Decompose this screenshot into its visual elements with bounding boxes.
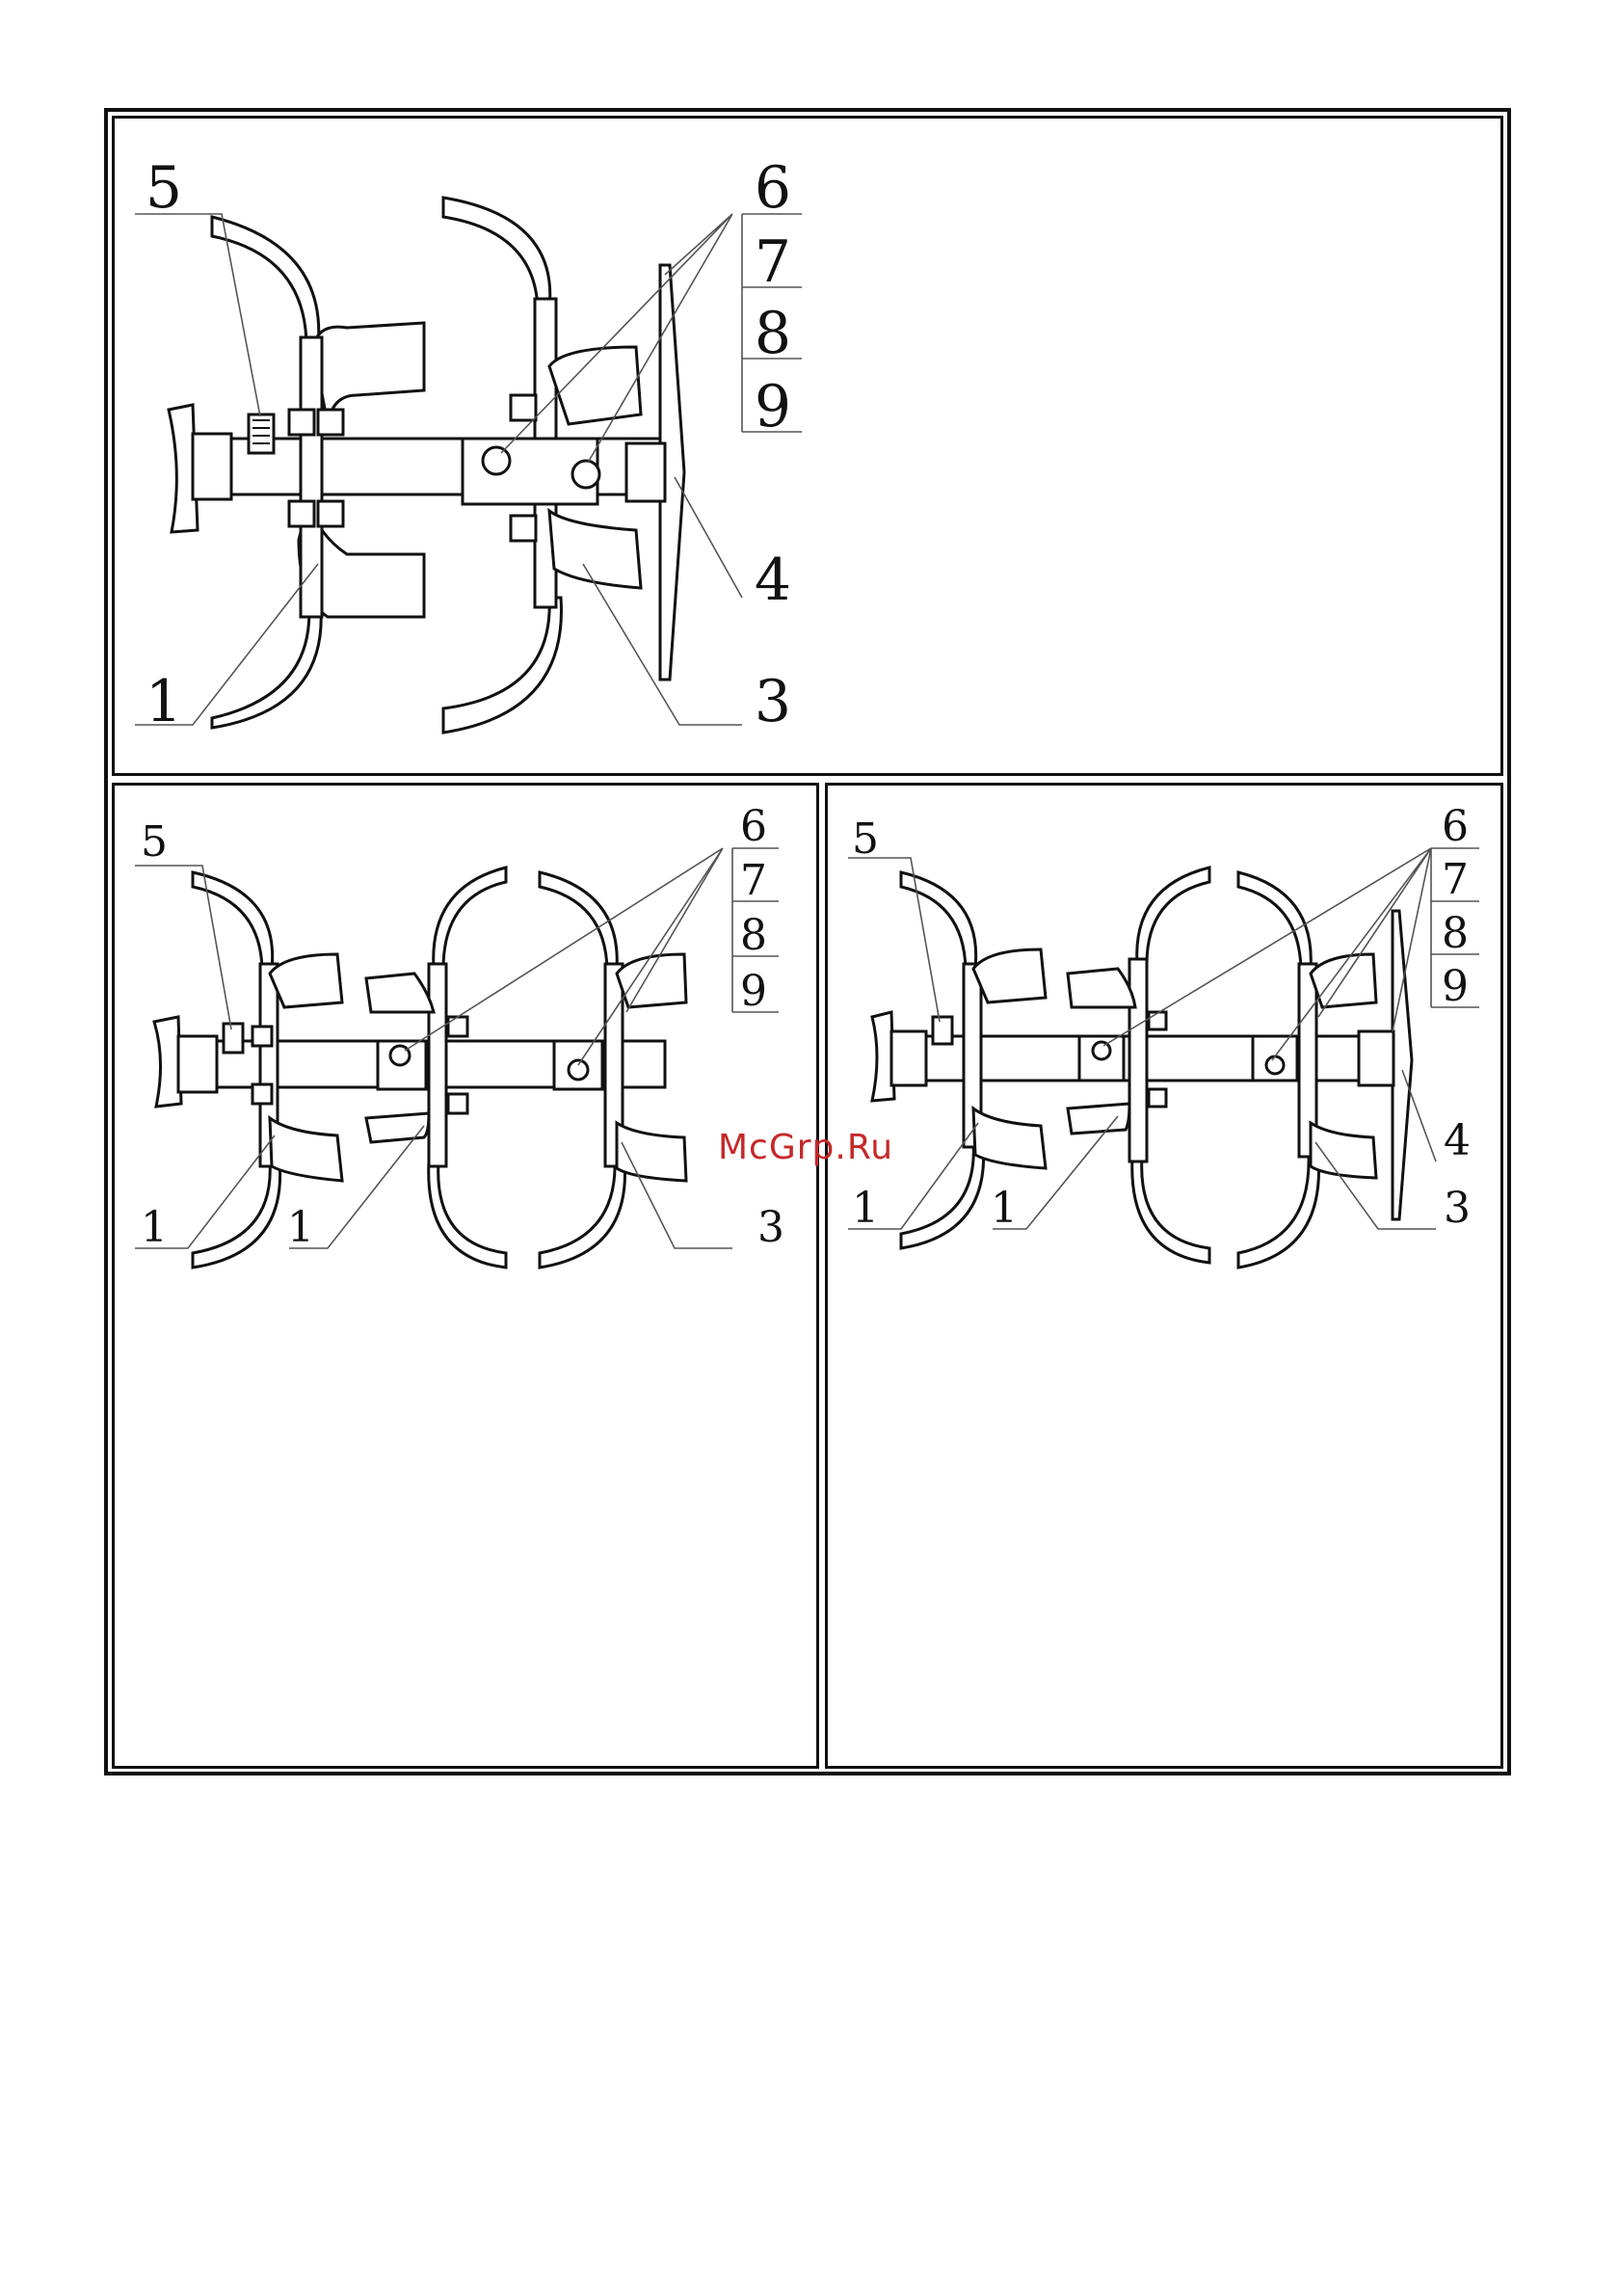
bottom-left-assembly-drawing (135, 848, 779, 1268)
callout-5: 5 (146, 154, 182, 222)
callout-6: 6 (740, 802, 767, 851)
callout-9: 9 (755, 373, 791, 441)
callout-9: 9 (1442, 962, 1469, 1011)
watermark-text: McGrp.Ru (718, 1128, 893, 1167)
callout-1: 1 (852, 1184, 879, 1233)
top-assembly-drawing (135, 198, 802, 733)
callout-6: 6 (1442, 802, 1469, 851)
callout-6: 6 (755, 154, 791, 222)
callout-9: 9 (740, 967, 767, 1016)
callout-8: 8 (1442, 909, 1469, 958)
callout-5: 5 (141, 817, 168, 867)
callout-8: 8 (740, 911, 767, 960)
callout-5: 5 (852, 814, 879, 864)
callout-7: 7 (755, 228, 791, 296)
callout-3: 3 (755, 668, 791, 735)
callout-1: 1 (146, 668, 182, 735)
callout-7: 7 (740, 856, 767, 905)
callout-3: 3 (757, 1203, 784, 1252)
callout-4: 4 (755, 547, 791, 614)
callout-1: 1 (141, 1203, 168, 1252)
callout-7: 7 (1442, 855, 1469, 904)
callout-1: 1 (991, 1184, 1018, 1233)
callout-1: 1 (287, 1203, 314, 1252)
bottom-right-assembly-drawing (848, 848, 1479, 1268)
callout-4: 4 (1444, 1116, 1471, 1165)
callout-8: 8 (755, 300, 791, 367)
callout-3: 3 (1444, 1184, 1471, 1233)
